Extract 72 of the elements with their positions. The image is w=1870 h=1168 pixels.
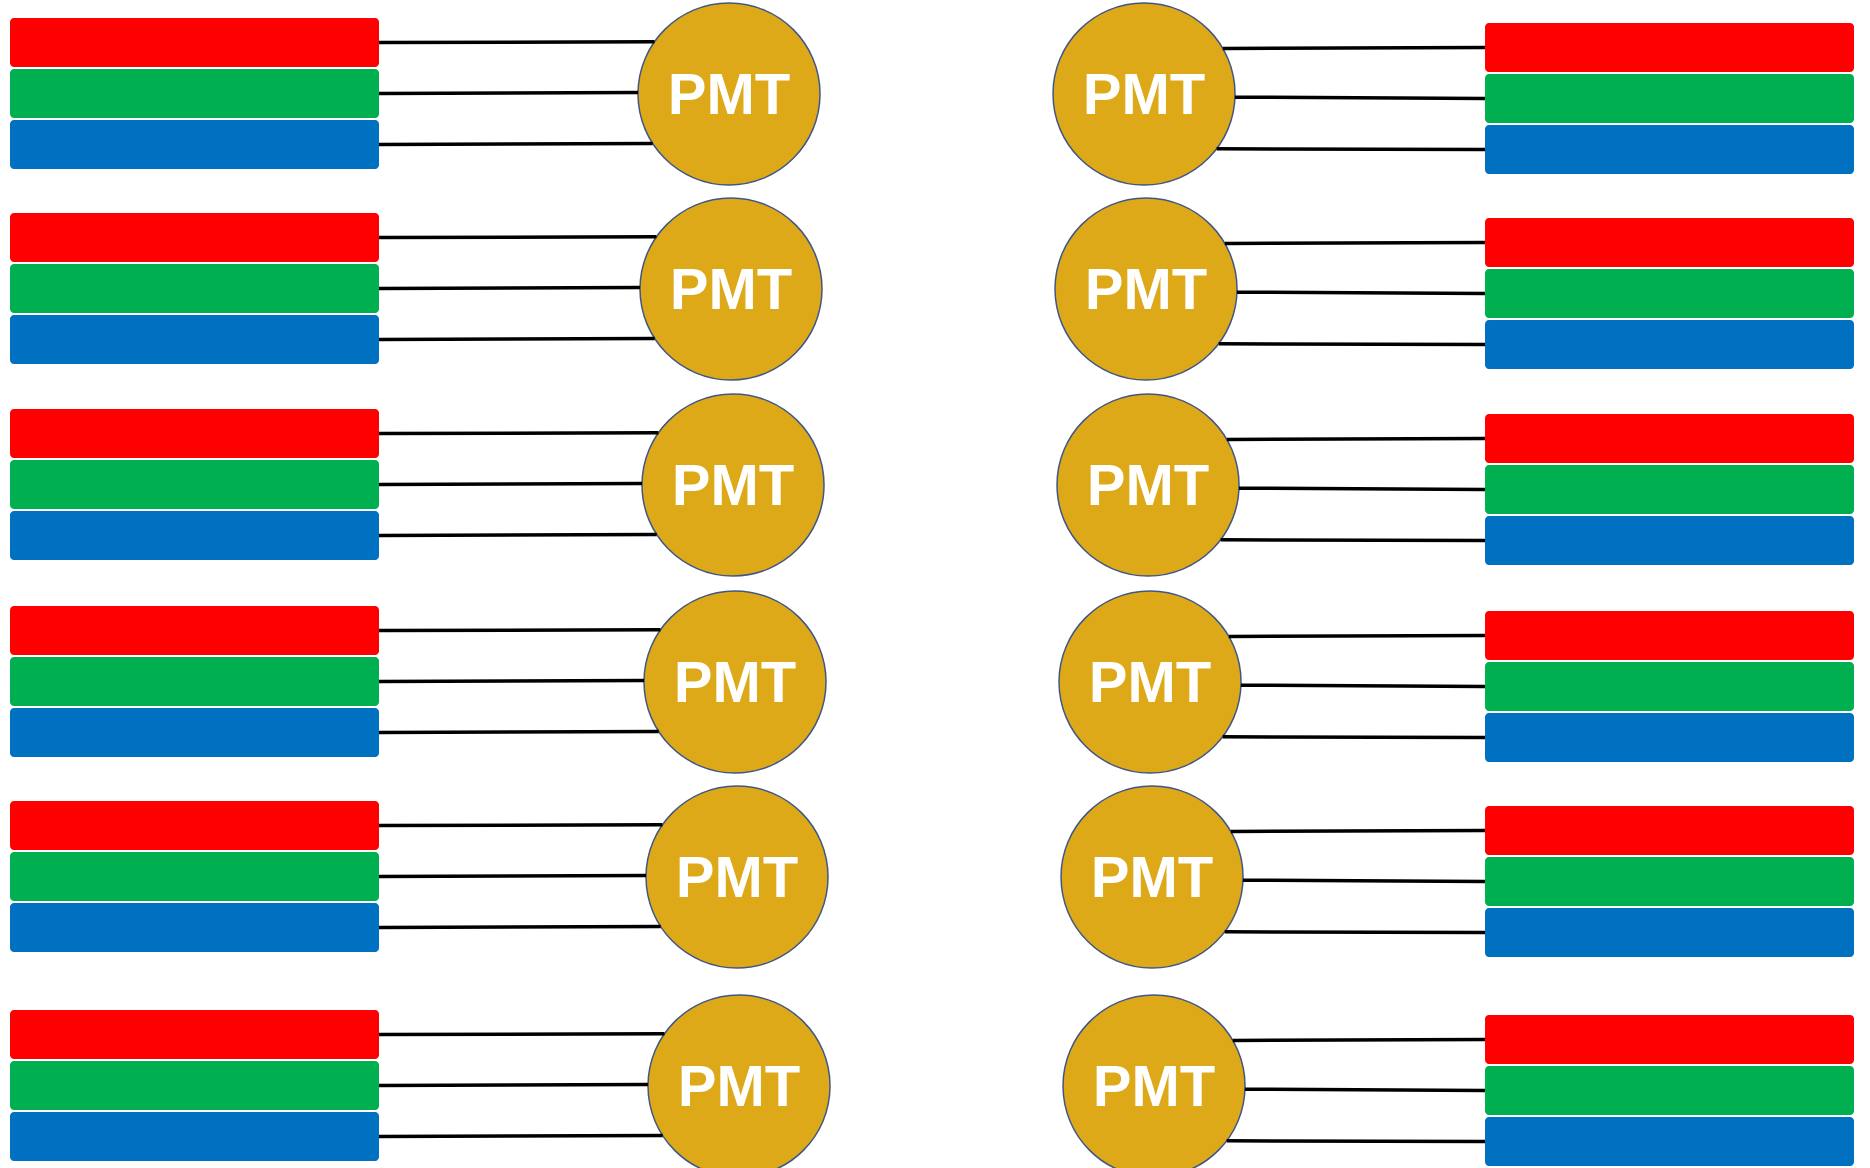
bar — [1485, 23, 1854, 72]
connector-line — [1216, 147, 1486, 152]
bar — [1485, 857, 1854, 906]
connector-line — [379, 1082, 649, 1088]
connector-line — [1230, 828, 1486, 834]
bar — [1485, 1066, 1854, 1115]
bar — [10, 120, 379, 169]
bar — [10, 264, 379, 313]
bar — [10, 657, 379, 706]
connector-line — [379, 532, 657, 538]
connector-line — [379, 924, 661, 930]
connector-line — [1236, 290, 1486, 296]
connector-line — [379, 285, 641, 291]
bar — [10, 315, 379, 364]
connector-line — [1234, 95, 1486, 101]
bar — [1485, 611, 1854, 660]
bar — [10, 708, 379, 757]
bar — [10, 460, 379, 509]
bar — [1485, 218, 1854, 267]
connector-line — [1228, 633, 1486, 639]
bar — [10, 511, 379, 560]
connector-line — [1226, 436, 1486, 442]
connector-line — [379, 729, 659, 735]
connector-line — [379, 873, 647, 879]
bar — [10, 903, 379, 952]
connector-line — [379, 481, 643, 487]
bar — [10, 1112, 379, 1161]
connector-line — [1242, 878, 1486, 884]
bar — [1485, 1015, 1854, 1064]
connector-line — [379, 823, 663, 828]
bar — [1485, 713, 1854, 762]
bar — [1485, 320, 1854, 369]
connector-line — [379, 90, 639, 96]
bar — [10, 801, 379, 850]
bar — [10, 852, 379, 901]
connector-line — [379, 336, 655, 342]
bar — [10, 213, 379, 262]
connector-line — [1238, 486, 1486, 492]
connector-line — [379, 678, 645, 684]
bar — [10, 69, 379, 118]
connector-line — [379, 628, 661, 633]
bar — [1485, 516, 1854, 565]
bar — [1485, 414, 1854, 463]
connector-line — [1244, 1087, 1486, 1093]
bar — [10, 18, 379, 67]
connector-line — [1232, 1037, 1486, 1043]
connector-line — [379, 1032, 665, 1037]
connector-line — [1222, 45, 1486, 51]
bar — [1485, 269, 1854, 318]
bar — [10, 606, 379, 655]
bar — [1485, 465, 1854, 514]
connector-line — [1226, 1139, 1486, 1144]
bar — [1485, 74, 1854, 123]
connector-line — [1224, 240, 1486, 246]
connector-line — [1218, 342, 1486, 347]
connector-line — [1224, 930, 1486, 935]
connector-line — [379, 235, 657, 240]
bar — [10, 1061, 379, 1110]
connector-line — [379, 431, 659, 436]
bar — [1485, 806, 1854, 855]
bar — [1485, 125, 1854, 174]
bar — [1485, 662, 1854, 711]
bar — [10, 409, 379, 458]
bar — [10, 1010, 379, 1059]
connector-line — [1222, 735, 1486, 740]
bar — [1485, 908, 1854, 957]
connector-line — [379, 141, 653, 147]
connector-line — [379, 1133, 663, 1139]
connector-line — [1220, 538, 1485, 543]
connector-line — [1240, 683, 1486, 689]
bar — [1485, 1117, 1854, 1166]
connector-line — [379, 40, 655, 45]
